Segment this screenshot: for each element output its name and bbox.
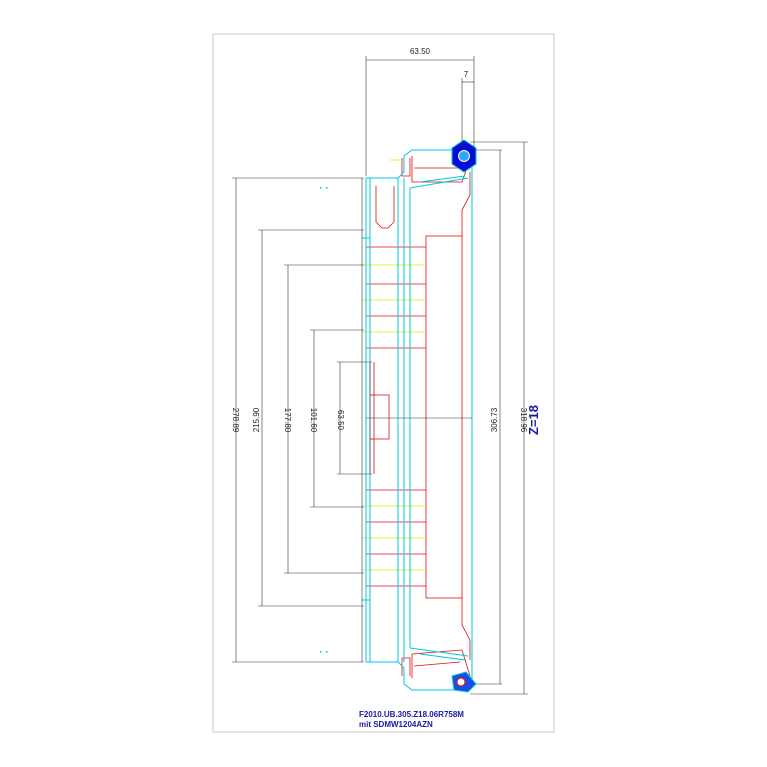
dim-d1: 278.89 bbox=[231, 408, 240, 433]
reference-lines-dark bbox=[361, 178, 472, 662]
sheet-frame bbox=[212, 33, 555, 733]
dim-top-width: 63.50 bbox=[410, 47, 431, 56]
z-label: Z=18 bbox=[526, 405, 541, 435]
centre-dots bbox=[320, 187, 328, 653]
dimension-lines bbox=[232, 56, 528, 695]
dim-d7: 318.96 bbox=[519, 408, 528, 433]
caption-line2: mit SDMW1204AZN bbox=[359, 720, 433, 729]
yellow-reference-lines bbox=[362, 159, 426, 571]
insert-top bbox=[451, 139, 477, 173]
dim-d3: 177.80 bbox=[283, 408, 292, 433]
insert-bottom bbox=[451, 671, 477, 693]
body-outline-cyan bbox=[362, 149, 473, 691]
dim-d5: 63.50 bbox=[336, 410, 345, 431]
body-outline-red bbox=[366, 156, 471, 678]
dim-d2: 215.90 bbox=[252, 407, 261, 432]
dim-d6: 306.73 bbox=[490, 407, 499, 432]
dim-top-small: 7 bbox=[464, 70, 469, 79]
dim-d4: 101.60 bbox=[309, 408, 318, 433]
caption-line1: F2010.UB.305.Z18.06R758M bbox=[359, 710, 464, 719]
